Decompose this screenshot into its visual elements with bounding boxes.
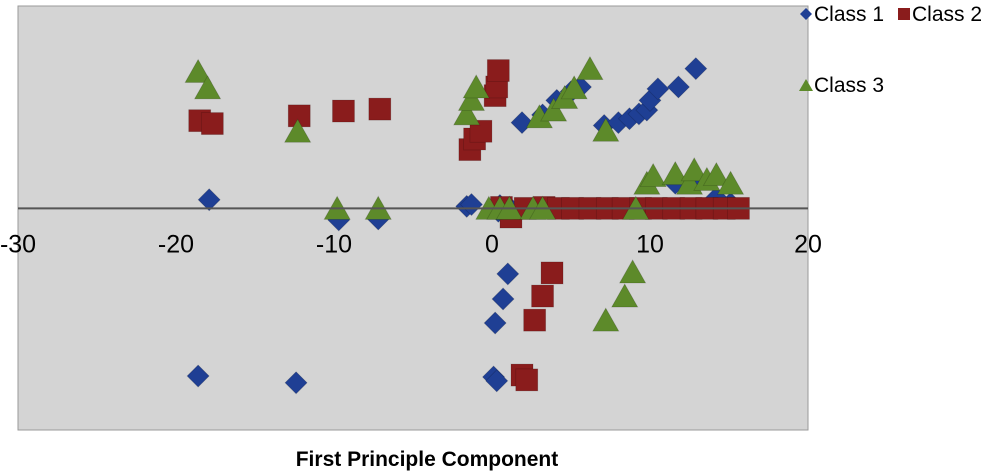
data-point-class-1: [510, 111, 534, 135]
data-point-class-3: [184, 58, 212, 83]
data-point-class-1: [646, 77, 670, 101]
legend-marker: [800, 8, 812, 20]
legend-label: Class 2: [912, 3, 982, 26]
series-3: [184, 55, 745, 332]
legend: Class 1 Class 2 Class 3: [799, 3, 982, 97]
x-tick-label: 20: [794, 230, 822, 258]
data-point-class-3: [592, 117, 620, 142]
legend-marker: [799, 79, 813, 91]
x-tick-label: -20: [158, 230, 194, 258]
data-point-class-3: [462, 74, 490, 99]
data-point-class-1: [491, 287, 515, 311]
x-tick-label: -30: [0, 230, 36, 258]
data-point-class-3: [639, 162, 667, 188]
data-point-class-3: [716, 170, 745, 195]
data-point-class-3: [193, 75, 222, 100]
data-point-class-3: [680, 157, 708, 182]
legend-label: Class 3: [814, 74, 884, 97]
x-axis-title: First Principle Component: [296, 448, 559, 471]
data-point-class-3: [457, 86, 486, 111]
data-point-class-3: [560, 75, 588, 100]
data-point-class-2: [531, 284, 554, 308]
data-point-class-2: [540, 261, 564, 285]
data-point-class-2: [368, 97, 392, 121]
data-point-class-1: [483, 311, 507, 335]
data-point-class-1: [197, 188, 221, 212]
data-point-class-3: [661, 160, 689, 186]
data-point-class-1: [186, 364, 210, 388]
data-point-class-1: [666, 75, 691, 99]
data-point-class-3: [592, 307, 620, 332]
data-point-class-2: [200, 112, 224, 135]
x-tick-labels: -30 -20 -10 0 10 20: [0, 230, 822, 258]
data-point-class-3: [611, 283, 639, 308]
data-point-class-1: [459, 192, 484, 217]
legend-item-class-3: Class 3: [799, 74, 884, 97]
legend-label: Class 1: [814, 3, 884, 26]
data-point-class-3: [539, 97, 568, 122]
legend-item-class-2: Class 2: [898, 3, 982, 26]
data-point-class-2: [515, 368, 539, 392]
data-point-class-2: [486, 59, 510, 82]
legend-item-class-1: Class 1: [800, 3, 884, 26]
x-tick-label: 0: [485, 230, 499, 258]
data-point-class-2: [469, 119, 493, 143]
data-point-class-1: [684, 57, 708, 81]
data-point-class-3: [283, 118, 312, 143]
legend-marker: [898, 8, 910, 20]
data-point-class-2: [523, 308, 547, 332]
x-tick-label: -10: [316, 230, 352, 258]
data-point-class-3: [702, 161, 731, 187]
data-point-class-3: [453, 101, 481, 126]
data-point-class-1: [485, 369, 509, 393]
data-point-class-2: [332, 99, 355, 123]
data-point-class-1: [284, 371, 308, 395]
data-point-class-3: [618, 259, 647, 284]
data-point-class-3: [576, 55, 604, 81]
x-tick-label: 10: [636, 230, 664, 258]
data-point-class-1: [496, 262, 520, 286]
